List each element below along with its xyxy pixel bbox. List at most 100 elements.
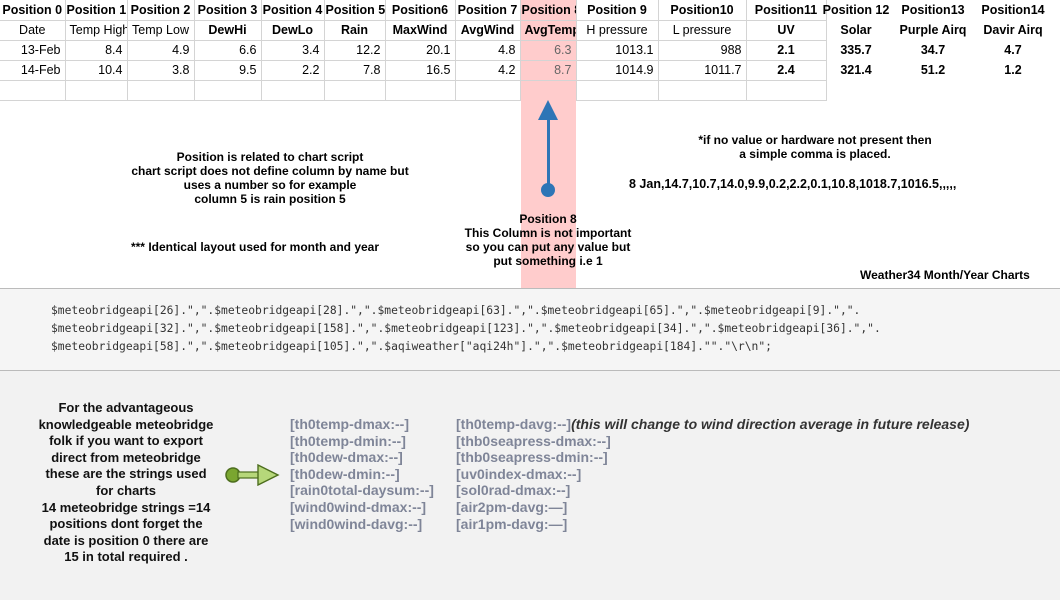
table-cell: 321.4 xyxy=(840,63,872,77)
col-header: Position 2 xyxy=(127,0,195,21)
meteobridge-string: [th0dew-dmax:--] xyxy=(290,449,403,466)
text-line: direct from meteobridge xyxy=(51,449,201,465)
table-cell: 2.4 xyxy=(746,60,827,81)
note-line: Position is related to chart script xyxy=(176,150,364,164)
col-header: Position 0 xyxy=(0,0,66,21)
header-row: Position 0 Position 1 Position 2 Positio… xyxy=(0,0,827,21)
table-cell: 6.6 xyxy=(194,40,262,61)
meteobridge-string: [air1pm-davg:—] xyxy=(456,515,568,532)
note-line: chart script does not define column by n… xyxy=(131,164,409,178)
future-release-note: (this will change to wind direction aver… xyxy=(571,416,970,432)
note-line: uses a number so for example xyxy=(183,178,357,192)
meteobridge-string: [th0temp-dmin:--] xyxy=(290,432,406,449)
table-cell: 14-Feb xyxy=(0,60,66,81)
table-cell: 2.1 xyxy=(746,40,827,61)
col-subheader: Davir Airq xyxy=(983,23,1043,37)
meteobridge-string: [th0dew-dmin:--] xyxy=(290,465,400,482)
col-subheader: Date xyxy=(0,20,66,41)
col-subheader: Rain xyxy=(324,20,386,41)
code-line: $meteobridgeapi[32].",".$meteobridgeapi[… xyxy=(51,322,881,335)
note-line: so you can put any value but xyxy=(465,240,631,254)
col-subheader: DewHi xyxy=(194,20,262,41)
arrow-up-icon xyxy=(547,112,550,190)
col-subheader: Temp High xyxy=(65,20,128,41)
col-subheader: AvgWind xyxy=(455,20,521,41)
table-cell: 1011.7 xyxy=(658,60,747,81)
table-cell: 4.7 xyxy=(1004,43,1022,57)
example-line: 8 Jan,14.7,10.7,14.0,9.9,0.2,2.2,0.1,10.… xyxy=(629,177,957,191)
subheader-row: Date Temp High Temp Low DewHi DewLo Rain… xyxy=(0,20,827,41)
table-cell: 335.7 xyxy=(840,43,872,57)
table-cell: 988 xyxy=(658,40,747,61)
col-header: Position 3 xyxy=(194,0,262,21)
table-cell: 1013.1 xyxy=(576,40,659,61)
strings-list-left: [th0temp-dmax:--] [th0temp-dmin:--] [th0… xyxy=(290,416,434,532)
green-arrow-right-icon xyxy=(225,464,280,486)
col-subheader: UV xyxy=(746,20,827,41)
table-cell: 51.2 xyxy=(920,63,946,77)
table-cell: 1.2 xyxy=(1004,63,1022,77)
col-header-highlighted: Position 8 xyxy=(520,0,577,21)
meteobridge-string: [thb0seapress-dmax:--] xyxy=(456,432,611,449)
divider xyxy=(0,288,1060,289)
col-subheader-highlighted: AvgTemp xyxy=(520,20,577,41)
note-line: *if no value or hardware not present the… xyxy=(698,133,932,147)
col-header: Position6 xyxy=(385,0,456,21)
meteobridge-string: [uv0index-dmax:--] xyxy=(456,465,582,482)
code-line: $meteobridgeapi[58].",".$meteobridgeapi[… xyxy=(51,340,772,353)
col-header: Position 7 xyxy=(455,0,521,21)
table-cell: 13-Feb xyxy=(0,40,66,61)
table-cell: 4.8 xyxy=(455,40,521,61)
no-value-note: *if no value or hardware not present the… xyxy=(690,133,940,161)
extra-column-davir-airq: Position14 Davir Airq 4.7 1.2 xyxy=(978,0,1048,80)
table-cell: 2.2 xyxy=(261,60,325,81)
table-cell: 9.5 xyxy=(194,60,262,81)
note-line: *** Identical layout used for month and … xyxy=(130,240,380,254)
note-line: Position 8 xyxy=(519,212,577,226)
col-subheader: Purple Airq xyxy=(899,23,967,37)
col-header: Position14 xyxy=(981,3,1045,17)
col-subheader: Solar xyxy=(840,23,872,37)
meteobridge-string: [wind0wind-dmax:--] xyxy=(290,498,427,515)
text-line: knowledgeable meteobridge xyxy=(38,416,214,432)
table-cell: 1014.9 xyxy=(576,60,659,81)
divider xyxy=(0,370,1060,371)
text-line: date is position 0 there are xyxy=(43,532,209,548)
text-line: For the advantageous xyxy=(58,400,194,415)
table-row: 13-Feb 8.4 4.9 6.6 3.4 12.2 20.1 4.8 6.3… xyxy=(0,40,827,61)
col-subheader: MaxWind xyxy=(385,20,456,41)
text-line: 15 in total required . xyxy=(64,549,188,565)
col-subheader: Temp Low xyxy=(127,20,195,41)
export-instructions: For the advantageous knowledgeable meteo… xyxy=(26,400,226,566)
note-line: This Column is not important xyxy=(464,226,632,240)
extra-column-purple-airq: Position13 Purple Airq 34.7 51.2 xyxy=(896,0,970,80)
meteobridge-string: [sol0rad-dmax:--] xyxy=(456,482,571,499)
meteobridge-string: [wind0wind-davg:--] xyxy=(290,515,423,532)
identical-layout-note: *** Identical layout used for month and … xyxy=(110,240,400,254)
text-line: positions dont forget the xyxy=(49,516,203,532)
text-line: folk if you want to export xyxy=(49,433,203,449)
col-header: Position10 xyxy=(658,0,747,21)
col-header: Position 4 xyxy=(261,0,325,21)
meteobridge-string: [th0temp-davg:--] xyxy=(456,416,572,432)
text-line: 14 meteobridge strings =14 xyxy=(41,499,211,515)
table-row-empty xyxy=(0,80,827,101)
strings-list-right: [th0temp-davg:--](this will change to wi… xyxy=(456,416,969,532)
arrow-head-icon xyxy=(538,100,558,120)
meteobridge-string: [th0temp-dmax:--] xyxy=(290,416,409,432)
charts-label: Weather34 Month/Year Charts xyxy=(860,268,1030,282)
col-header: Position11 xyxy=(746,0,827,21)
table-cell: 3.8 xyxy=(127,60,195,81)
extra-column-solar: Position 12 Solar 335.7 321.4 xyxy=(820,0,892,80)
note-line: column 5 is rain position 5 xyxy=(194,192,346,206)
table-cell: 4.9 xyxy=(127,40,195,61)
note-line: a simple comma is placed. xyxy=(739,147,891,161)
table-cell: 10.4 xyxy=(65,60,128,81)
col-header: Position13 xyxy=(901,3,965,17)
meteobridge-string: [air2pm-davg:—] xyxy=(456,498,568,515)
code-line: $meteobridgeapi[26].",".$meteobridgeapi[… xyxy=(51,304,861,317)
table-cell: 4.2 xyxy=(455,60,521,81)
col-header: Position 12 xyxy=(822,3,890,17)
position-note: Position is related to chart script char… xyxy=(110,150,430,206)
text-line: for charts xyxy=(96,482,156,498)
